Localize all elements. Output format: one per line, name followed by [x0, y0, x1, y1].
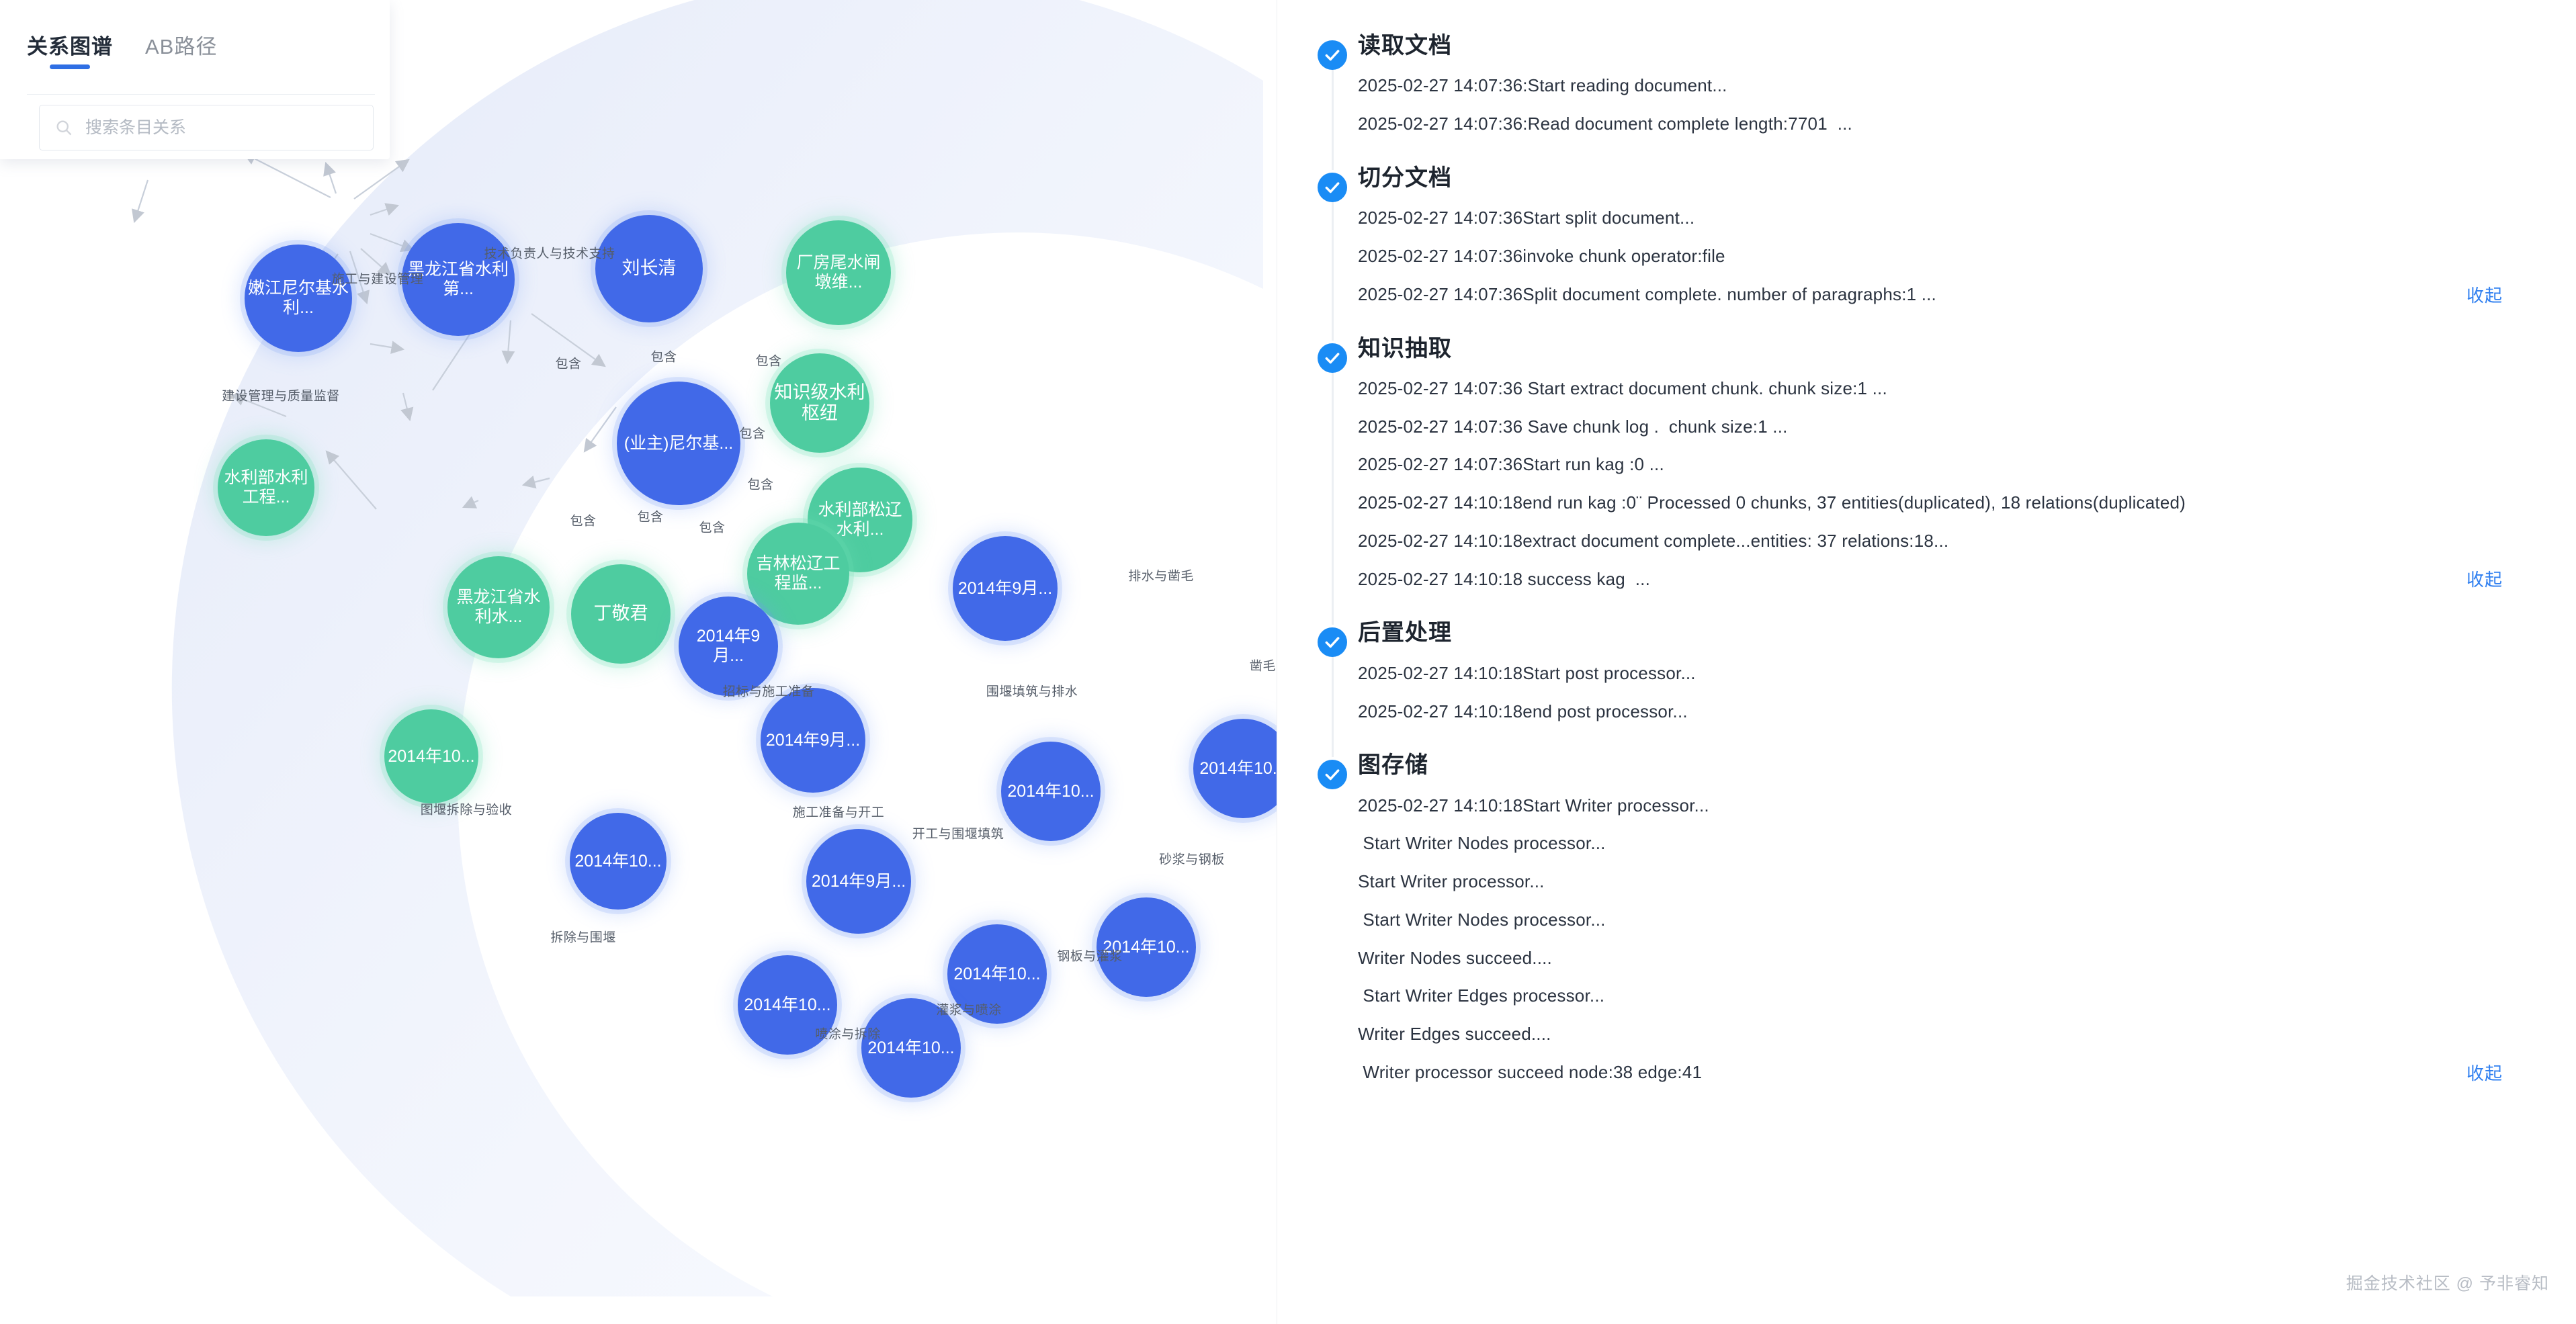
step-title: 后置处理	[1358, 620, 1452, 646]
step-title: 知识抽取	[1358, 335, 1452, 361]
graph-node[interactable]: 吉林松辽工程监...	[747, 523, 849, 625]
check-circle-icon	[1318, 172, 1347, 202]
graph-node[interactable]: 2014年10...	[861, 998, 961, 1098]
log-line: Writer Nodes succeed....	[1358, 947, 1552, 968]
pipeline-step: 图存储 2025-02-27 14:10:18Start Writer proce…	[1318, 752, 2534, 1114]
tab-divider	[27, 94, 375, 95]
log-line: 2025-02-27 14:07:36:Start reading docume…	[1358, 75, 1727, 96]
pipeline-step: 读取文档 2025-02-27 14:07:36:Start reading do…	[1318, 33, 2534, 170]
collapse-link[interactable]: 收起	[2466, 1063, 2503, 1084]
log-line: 2025-02-27 14:10:18end run kag :0¨ Proce…	[1358, 492, 2186, 513]
graph-node[interactable]: 厂房尾水闸墩维...	[786, 220, 891, 325]
graph-node[interactable]: 2014年10...	[384, 709, 478, 803]
check-circle-icon	[1318, 760, 1347, 790]
step-connector	[1332, 188, 1334, 341]
log-line: 2025-02-27 14:07:36Split document comple…	[1358, 283, 1936, 304]
pipeline-step: 切分文档 2025-02-27 14:07:36Start split docum…	[1318, 165, 2534, 341]
graph-node[interactable]: 黑龙江省水利第...	[402, 223, 515, 336]
graph-node[interactable]: 2014年10...	[947, 924, 1047, 1024]
pipeline-step: 知识抽取 2025-02-27 14:07:36 Start extract do…	[1318, 335, 2534, 625]
log-line: 2025-02-27 14:10:18Start Writer processo…	[1358, 795, 1709, 815]
check-circle-icon	[1318, 343, 1347, 373]
graph-node[interactable]: 水利部水利工程...	[218, 439, 314, 536]
step-log-list: 2025-02-27 14:10:18Start post processor.…	[1358, 654, 2534, 754]
relation-graph-panel[interactable]: 关系图谱 AB路径 嫩江尼尔基水利... 黑龙江省水利第... 刘长清厂房尾水闸墩维…	[0, 0, 1277, 1296]
graph-node[interactable]: 黑龙江省水利水...	[447, 556, 550, 658]
graph-node[interactable]: 刘长清	[595, 215, 703, 322]
log-line: 2025-02-27 14:07:36Start split document.…	[1358, 208, 1695, 228]
graph-node[interactable]: 2014年10...	[738, 955, 837, 1055]
step-log-list: 2025-02-27 14:10:18Start Writer processo…	[1358, 787, 2534, 1114]
log-line: Start Writer Nodes processor...	[1358, 909, 1606, 930]
graph-node[interactable]: 嫩江尼尔基水利...	[245, 245, 352, 352]
step-log-list: 2025-02-27 14:07:36Start split document.…	[1358, 199, 2534, 336]
log-line: 2025-02-27 14:10:18Start post processor.…	[1358, 662, 1696, 683]
check-circle-icon	[1318, 40, 1347, 70]
graph-tab-card: 关系图谱 AB路径	[0, 0, 390, 159]
search-input[interactable]	[84, 105, 358, 150]
log-line: Writer Edges succeed....	[1358, 1024, 1551, 1045]
log-line: 2025-02-27 14:10:18 success kag ...	[1358, 568, 1651, 589]
step-connector	[1332, 644, 1334, 758]
graph-node[interactable]: (业主)尼尔基...	[617, 382, 740, 505]
collapse-link[interactable]: 收起	[2466, 570, 2503, 590]
step-connector	[1332, 56, 1334, 170]
graph-tabs[interactable]: 关系图谱 AB路径	[27, 30, 217, 69]
log-line: 2025-02-27 14:07:36:Read document comple…	[1358, 114, 1852, 134]
pipeline-step: 后置处理 2025-02-27 14:10:18Start post proces…	[1318, 620, 2534, 758]
graph-node[interactable]: 2014年9月...	[806, 829, 911, 934]
log-line: Start Writer processor...	[1358, 871, 1545, 892]
graph-node[interactable]: 丁敬君	[571, 564, 671, 664]
log-line: 2025-02-27 14:07:36 Save chunk log . chu…	[1358, 416, 1788, 437]
check-circle-icon	[1318, 627, 1347, 658]
pipeline-log-panel: 读取文档 2025-02-27 14:07:36:Start reading do…	[1277, 0, 2576, 1324]
log-line: 2025-02-27 14:07:36 Start extract docume…	[1358, 378, 1887, 398]
search-icon	[56, 120, 72, 136]
step-log-list: 2025-02-27 14:07:36 Start extract docume…	[1358, 369, 2534, 621]
collapse-link[interactable]: 收起	[2466, 285, 2503, 306]
graph-node[interactable]: 2014年10...	[570, 813, 667, 910]
graph-node[interactable]: 2014年10...	[1097, 897, 1196, 997]
log-line: Writer processor succeed node:38 edge:41	[1358, 1061, 1703, 1082]
log-line: Start Writer Nodes processor...	[1358, 833, 1606, 854]
pipeline-step-list: 读取文档 2025-02-27 14:07:36:Start reading do…	[1318, 33, 2534, 1114]
log-line: Start Writer Edges processor...	[1358, 985, 1605, 1006]
watermark: 掘金技术社区 @ 予非睿知	[2346, 1274, 2549, 1293]
step-title: 读取文档	[1358, 33, 1452, 58]
graph-node[interactable]: 2014年10...	[1001, 742, 1101, 841]
step-title: 切分文档	[1358, 165, 1452, 191]
step-log-list: 2025-02-27 14:07:36:Start reading docume…	[1358, 67, 2534, 166]
log-line: 2025-02-27 14:10:18extract document comp…	[1358, 530, 1949, 551]
tab-relation-graph[interactable]: 关系图谱	[27, 30, 113, 69]
log-line: 2025-02-27 14:07:36invoke chunk operator…	[1358, 246, 1725, 267]
graph-node[interactable]: 2014年9月...	[953, 536, 1058, 641]
tab-ab-path[interactable]: AB路径	[145, 35, 218, 58]
graph-node[interactable]: 2014年9月...	[679, 597, 778, 696]
log-line: 2025-02-27 14:07:36Start run kag :0 ...	[1358, 454, 1664, 475]
step-title: 图存储	[1358, 752, 1428, 779]
search-box[interactable]	[39, 105, 374, 150]
graph-node[interactable]: 2014年9月...	[761, 688, 865, 793]
graph-node[interactable]: 知识级水利枢纽	[770, 353, 869, 453]
log-line: 2025-02-27 14:10:18end post processor...	[1358, 701, 1688, 721]
step-connector	[1332, 359, 1334, 625]
